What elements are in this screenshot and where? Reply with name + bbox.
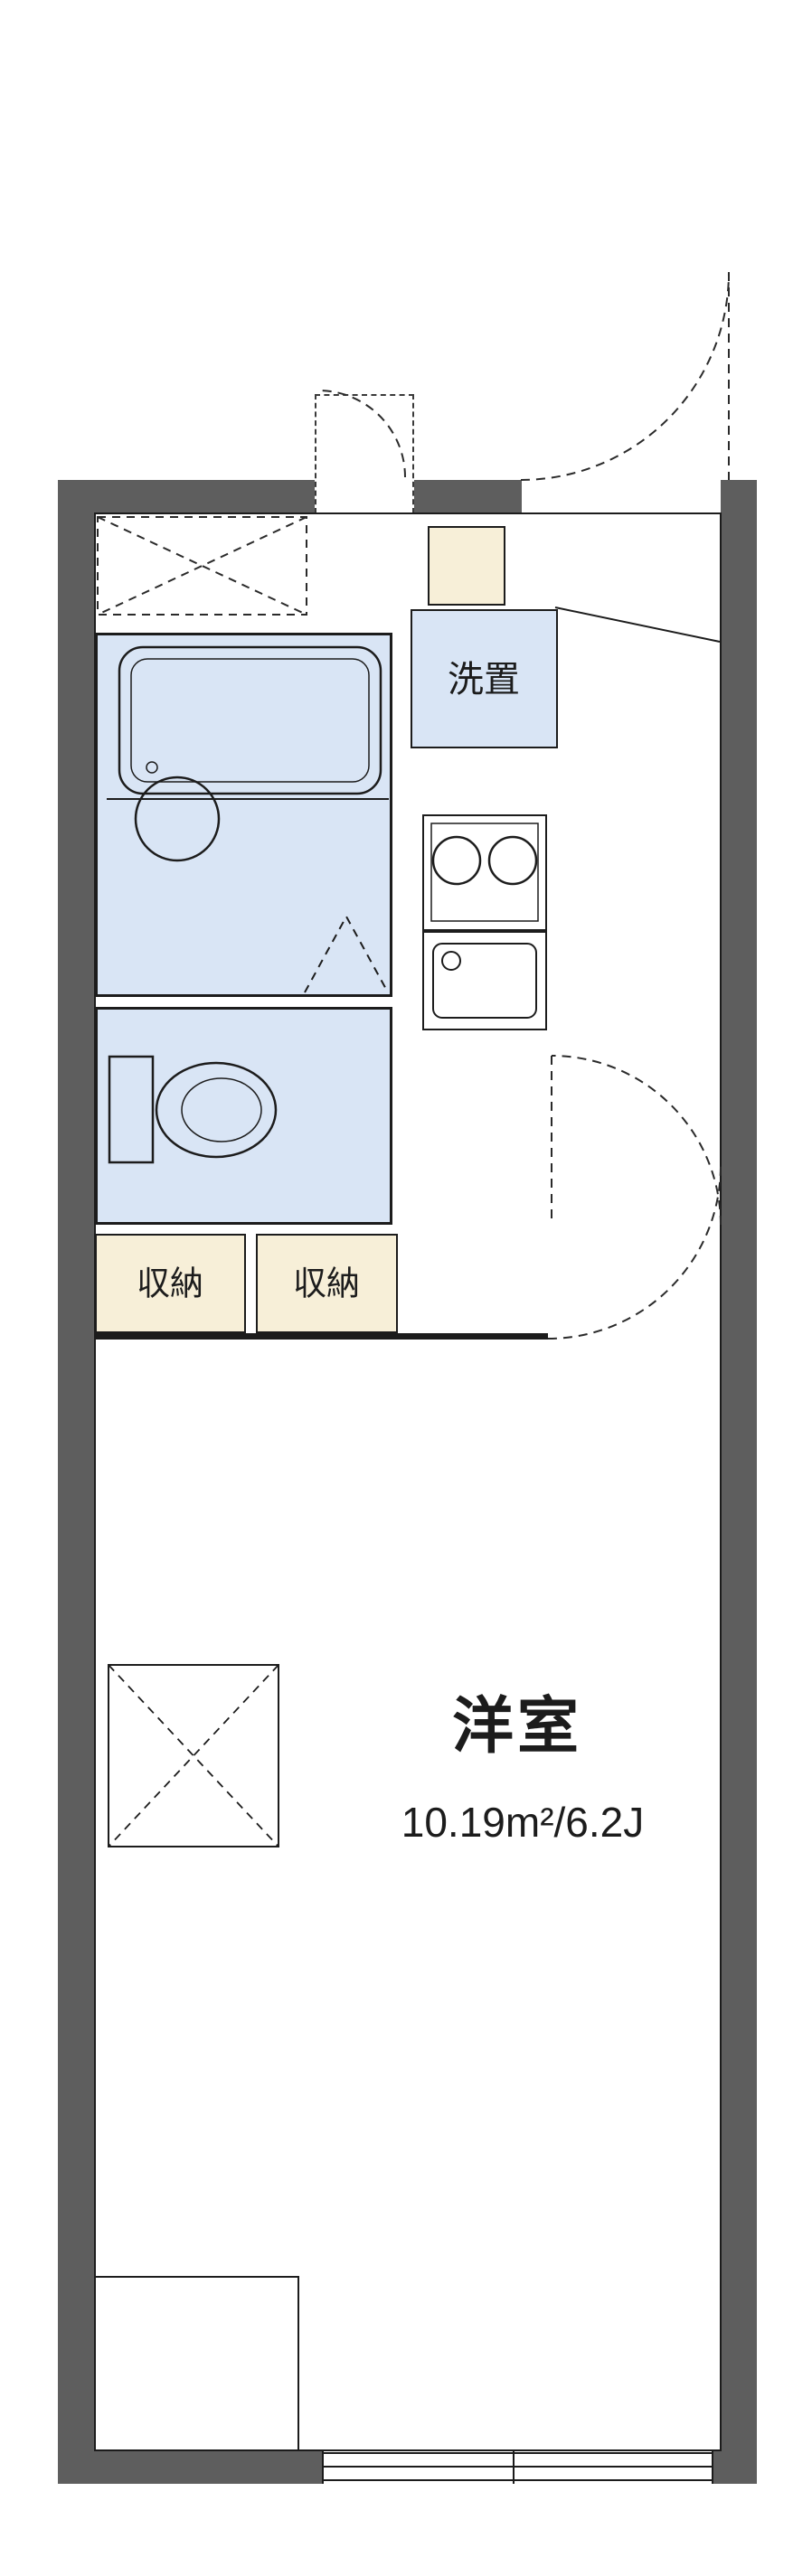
storage-right-label: 収納 xyxy=(293,1264,360,1302)
entry-step-line xyxy=(555,607,720,642)
wall-right xyxy=(721,480,757,2484)
entrance-opening xyxy=(522,480,721,513)
room-counter-diagonal-1 xyxy=(109,1665,279,1847)
bathroom xyxy=(95,633,392,997)
kitchen-sink-unit xyxy=(422,931,547,1030)
wall-left xyxy=(58,480,94,2484)
room-counter-outline xyxy=(109,1665,279,1847)
upper-closet xyxy=(98,517,307,615)
room-area-label: 10.19m²/6.2J xyxy=(401,1799,645,1846)
stove-unit xyxy=(422,814,547,931)
room-counter-diagonal-2 xyxy=(109,1665,279,1847)
upper-closet-outline xyxy=(98,517,307,615)
storage-left-label: 収納 xyxy=(137,1264,203,1302)
upper-closet-diagonal-1 xyxy=(98,517,307,615)
bottom-left-fixture xyxy=(95,2277,298,2450)
entrance-door-arc xyxy=(521,272,729,480)
window-opening xyxy=(323,2450,713,2484)
room-door-arc xyxy=(548,1166,721,1339)
wall-room-divider xyxy=(95,1333,548,1340)
hall-door-arc xyxy=(552,1056,721,1225)
room-counter xyxy=(109,1665,279,1847)
laundry-label: 洗置 xyxy=(448,660,520,700)
meter-box-notch xyxy=(315,394,414,513)
upper-closet-diagonal-2 xyxy=(98,517,307,615)
toilet-room xyxy=(95,1007,392,1225)
water-heater-box xyxy=(428,526,505,606)
room-name-label: 洋室 xyxy=(451,1692,583,1761)
